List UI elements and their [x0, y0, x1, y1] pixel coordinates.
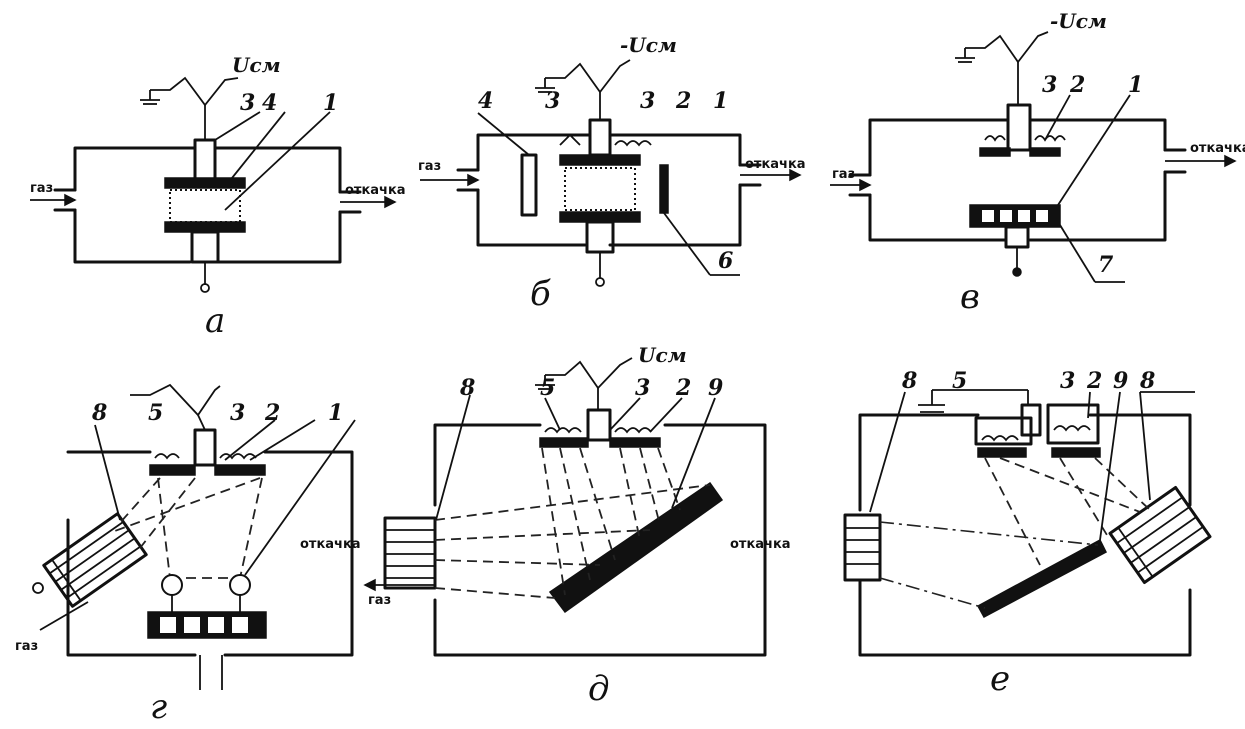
panel-g: 8 5 3 2 1 газ откачка г: [15, 383, 361, 727]
panel-v-gas-in: газ: [832, 167, 855, 182]
panel-a-part-1: 1: [323, 90, 338, 116]
panel-v-label: в: [960, 277, 980, 317]
panel-a: Uсм 3 4 1 газ откачка а: [30, 53, 406, 341]
panel-e: 8 5 3 2 9 8 е: [843, 368, 1212, 699]
panel-a-label: а: [205, 301, 225, 341]
panel-v-voltage: -Uсм: [1050, 9, 1107, 33]
panel-v-part-2: 2: [1069, 72, 1085, 98]
panel-b-label: б: [530, 274, 551, 314]
panel-d-part-3: 3: [635, 375, 650, 401]
panel-g-part-8: 8: [91, 400, 107, 426]
panel-b-gas-out: откачка: [745, 157, 806, 172]
panel-g-part-5: 5: [148, 400, 163, 426]
panel-g-gas-out: откачка: [300, 537, 361, 552]
panel-g-gas-in: газ: [15, 639, 38, 654]
panel-g-part-2: 2: [264, 400, 280, 426]
panel-e-part-8b: 8: [1139, 368, 1155, 394]
panel-b-part-1: 1: [713, 88, 728, 114]
panel-b-part-3a: 3: [545, 88, 560, 114]
panel-d-part-8: 8: [459, 375, 475, 401]
panel-b-voltage: -Uсм: [620, 33, 677, 57]
panel-b-part-4: 4: [478, 88, 493, 114]
panel-v: -Uсм 3 2 1 7 газ откачка в: [830, 9, 1245, 317]
panel-a-gas-in: газ: [30, 181, 53, 196]
panel-d: Uсм 8 5 3 2 9 газ откачка д: [363, 343, 791, 709]
panel-e-part-8a: 8: [901, 368, 917, 394]
panel-e-part-3: 3: [1060, 368, 1075, 394]
panel-d-part-5: 5: [540, 375, 555, 401]
panel-b-part-2: 2: [675, 88, 691, 114]
panel-v-part-3: 3: [1042, 72, 1057, 98]
panel-a-part-4: 4: [262, 90, 277, 116]
panel-g-part-1: 1: [328, 400, 343, 426]
panel-e-part-9: 9: [1113, 368, 1128, 394]
panel-e-label: е: [990, 659, 1010, 699]
panel-d-gas-in: газ: [368, 593, 391, 608]
panel-d-voltage: Uсм: [638, 343, 687, 367]
panel-b: -Uсм 4 3 3 2 1 6 газ откачка б: [418, 33, 806, 314]
panel-d-gas-out: откачка: [730, 537, 791, 552]
panel-v-part-1: 1: [1128, 72, 1143, 98]
panel-v-gas-out: откачка: [1190, 141, 1245, 156]
panel-a-part-3: 3: [240, 90, 255, 116]
panel-e-part-5: 5: [952, 368, 967, 394]
panel-g-label: г: [150, 687, 167, 727]
panel-d-part-2: 2: [675, 375, 691, 401]
panel-g-part-3: 3: [230, 400, 245, 426]
panel-d-label: д: [588, 669, 610, 709]
panel-b-part-3b: 3: [640, 88, 655, 114]
panel-a-gas-out: откачка: [345, 183, 406, 198]
panel-d-part-9: 9: [708, 375, 723, 401]
panel-b-part-6: 6: [718, 248, 733, 274]
panel-e-part-2: 2: [1086, 368, 1102, 394]
panel-v-part-7: 7: [1098, 252, 1114, 278]
panel-a-voltage: Uсм: [232, 53, 281, 77]
panel-b-gas-in: газ: [418, 159, 441, 174]
